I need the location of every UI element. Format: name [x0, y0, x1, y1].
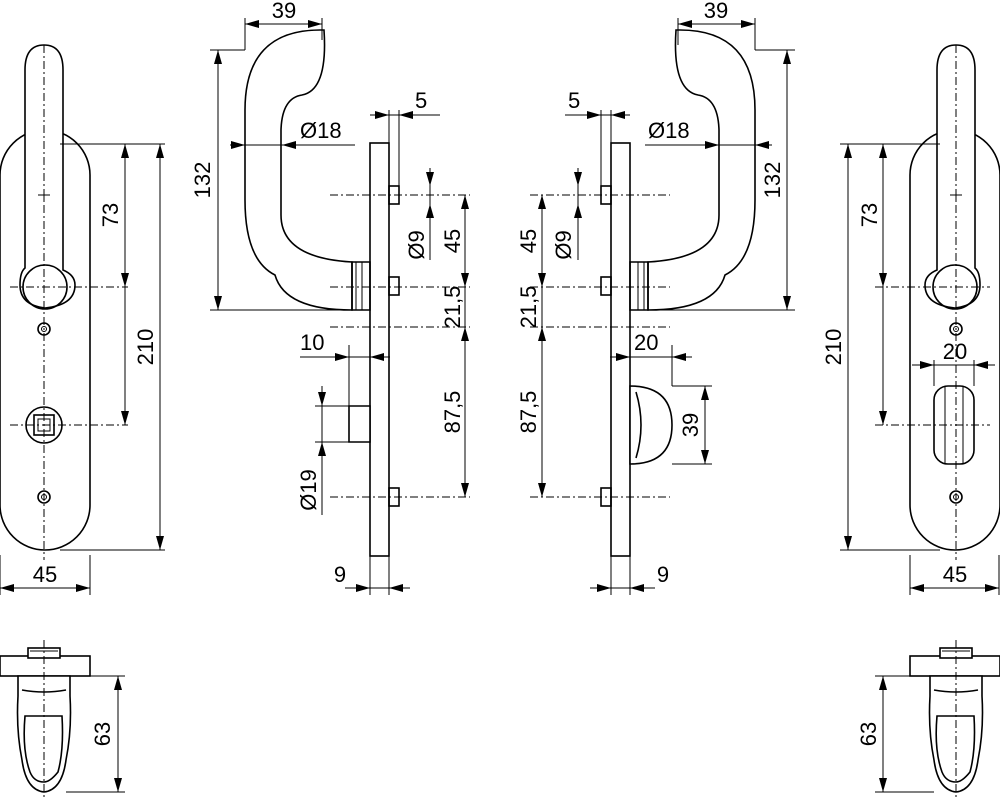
- left-dim-d9: Ø9: [404, 168, 434, 260]
- label-right-5: 5: [568, 88, 580, 113]
- right-front-view: [875, 44, 1000, 560]
- label-right-63: 63: [856, 722, 881, 746]
- label-right-39: 39: [704, 0, 728, 23]
- left-dim-9: 9: [334, 556, 410, 595]
- left-rose-view: 63: [0, 640, 125, 798]
- right-dim-39-knob: 39: [672, 385, 712, 465]
- right-dim-20: 20: [610, 330, 692, 386]
- right-dim-stack: 45 21,5 87,5: [516, 195, 546, 497]
- label-left-39: 39: [272, 0, 296, 23]
- left-dim-d18: Ø18: [230, 118, 355, 149]
- right-side-plate: [610, 142, 631, 557]
- label-right-45: 45: [943, 562, 967, 587]
- left-dim-39: 39: [244, 0, 323, 50]
- label-right-20: 20: [634, 330, 658, 355]
- left-dim-5: 5: [370, 88, 440, 186]
- right-dim-d9: Ø9: [551, 168, 582, 260]
- left-side-plate: [369, 142, 390, 557]
- left-dim-132: 132: [190, 49, 352, 311]
- right-knob-side: [629, 385, 673, 465]
- label-left-73: 73: [98, 203, 123, 227]
- label-right-73: 73: [857, 203, 882, 227]
- label-right-39-knob: 39: [678, 413, 703, 437]
- label-right-87-5: 87,5: [516, 391, 541, 434]
- label-right-132: 132: [760, 162, 785, 199]
- left-dim-stack: 45 21,5 87,5: [440, 195, 469, 497]
- left-front-view: [0, 44, 128, 560]
- label-left-d9: Ø9: [404, 230, 429, 259]
- left-dim-210: 210: [60, 143, 165, 551]
- right-dim-d18: Ø18: [645, 118, 772, 149]
- label-right-45b: 45: [516, 229, 541, 253]
- left-dim-10: 10: [300, 330, 390, 406]
- label-right-21-5: 21,5: [516, 286, 541, 329]
- label-left-87-5: 87,5: [440, 391, 465, 434]
- label-left-45: 45: [33, 562, 57, 587]
- left-dim-d19: Ø19: [296, 386, 349, 515]
- label-left-d19: Ø19: [296, 469, 321, 511]
- label-right-9: 9: [657, 562, 669, 587]
- label-left-5: 5: [415, 88, 427, 113]
- left-dim-45: 45: [0, 555, 91, 595]
- left-screw-bottom: [37, 490, 51, 504]
- right-dim-73: 73: [857, 143, 940, 425]
- label-left-21-5: 21,5: [440, 286, 465, 329]
- left-lever-side: [244, 29, 353, 311]
- label-left-63: 63: [90, 722, 115, 746]
- right-dim-9: 9: [590, 556, 669, 595]
- right-dim-39: 39: [677, 0, 756, 50]
- label-right-20-front: 20: [943, 339, 967, 364]
- right-dim-210: 210: [821, 143, 940, 551]
- right-dim-45: 45: [909, 555, 1000, 595]
- left-side-view: [244, 29, 470, 557]
- right-rose-view: 63: [856, 640, 1000, 798]
- label-left-9: 9: [334, 562, 346, 587]
- label-left-132: 132: [190, 162, 215, 199]
- right-dim-20-front: 20: [912, 339, 995, 386]
- right-dim-132: 132: [648, 49, 795, 311]
- left-dim-73: 73: [60, 143, 130, 287]
- label-left-45b: 45: [440, 229, 465, 253]
- right-dim-5: 5: [565, 88, 630, 186]
- label-left-10: 10: [300, 330, 324, 355]
- right-lever-side: [647, 29, 756, 311]
- label-left-210: 210: [133, 329, 158, 366]
- label-right-d9: Ø9: [551, 230, 576, 259]
- label-right-210: 210: [821, 329, 846, 366]
- label-right-d18: Ø18: [648, 118, 690, 143]
- label-left-d18: Ø18: [300, 118, 342, 143]
- right-side-view: [530, 29, 756, 557]
